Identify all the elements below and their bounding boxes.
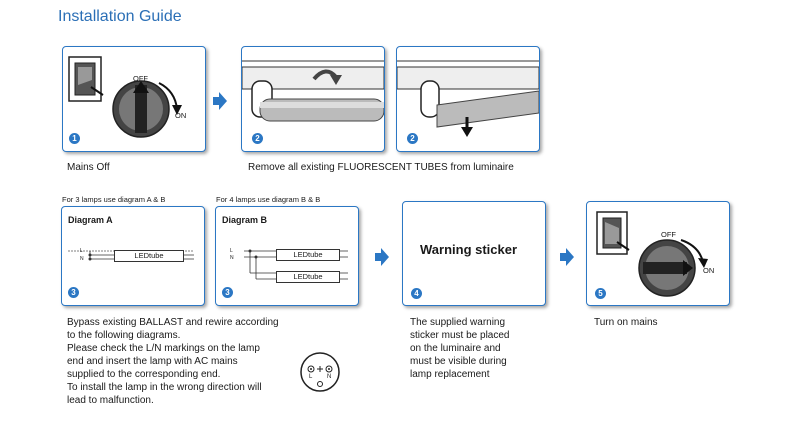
arrow-right-icon xyxy=(560,248,574,266)
connector-l-label: L xyxy=(309,374,313,380)
step2-caption: Remove all existing FLUORESCENT TUBES fr… xyxy=(248,162,514,173)
l-label: L xyxy=(230,248,233,254)
step-number: 2 xyxy=(407,133,418,144)
led-tube: LEDtube xyxy=(276,271,340,283)
connector-n-label: N xyxy=(327,374,332,380)
step-number: 3 xyxy=(68,287,79,298)
page-title: Installation Guide xyxy=(58,8,182,25)
step-number: 1 xyxy=(69,133,80,144)
step-number: 3 xyxy=(222,287,233,298)
remove-tube-down-illustration xyxy=(397,60,539,137)
arrow-right-icon xyxy=(213,92,227,110)
step-number: 4 xyxy=(411,288,422,299)
step3a-card: Diagram A L N LEDtube 3 xyxy=(61,206,205,306)
off-label: OFF xyxy=(661,230,676,239)
step3b-card: Diagram B L N LEDtube LEDtube 3 xyxy=(215,206,359,306)
arrow-right-icon xyxy=(375,248,389,266)
step2a-card: 2 xyxy=(241,46,385,152)
warning-sticker-label: Warning sticker xyxy=(420,242,518,257)
mains-switch-illustration xyxy=(68,56,182,138)
led-tube: LEDtube xyxy=(114,250,184,262)
remove-tube-illustration xyxy=(242,60,384,122)
step5-card: OFF ON 5 xyxy=(586,201,730,306)
l-label: L xyxy=(80,248,83,254)
diagram-title: Diagram B xyxy=(222,215,268,225)
mains-on-illustration xyxy=(596,211,708,297)
diagram-title: Diagram A xyxy=(68,215,113,225)
off-label: OFF xyxy=(133,74,148,83)
diagram-b-note: For 4 lamps use diagram B & B xyxy=(216,195,321,204)
led-tube: LEDtube xyxy=(276,249,340,261)
on-label: ON xyxy=(703,266,715,275)
step3-caption: Bypass existing BALLAST and rewire accor… xyxy=(67,317,279,406)
connector-symbol xyxy=(300,352,340,392)
step4-caption: The supplied warning sticker must be pla… xyxy=(410,317,510,380)
step2b-card: 2 xyxy=(396,46,540,152)
step4-card: Warning sticker 4 xyxy=(402,201,546,306)
on-label: ON xyxy=(175,111,187,120)
step5-caption: Turn on mains xyxy=(594,317,658,328)
step1-card: OFF ON 1 xyxy=(62,46,206,152)
connector-icon: L N xyxy=(299,351,341,393)
diagram-a-note: For 3 lamps use diagram A & B xyxy=(62,195,166,204)
step-number: 2 xyxy=(252,133,263,144)
step-number: 5 xyxy=(595,288,606,299)
step1-caption: Mains Off xyxy=(67,162,110,173)
n-label: N xyxy=(230,255,234,261)
n-label: N xyxy=(80,256,84,262)
